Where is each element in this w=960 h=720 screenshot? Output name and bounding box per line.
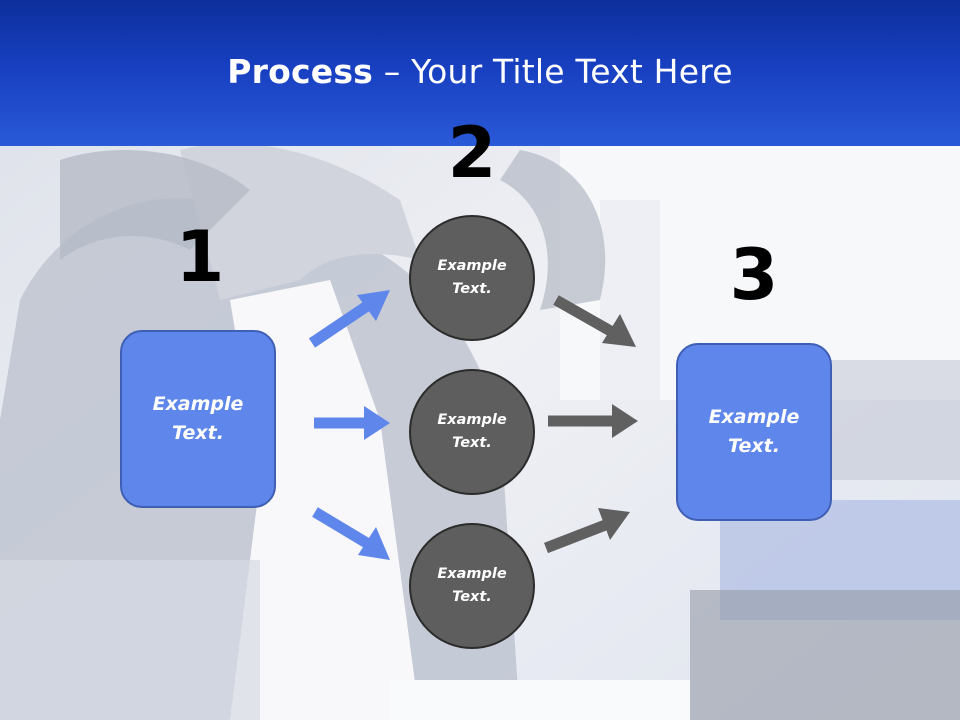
title-bold: Process <box>227 52 374 91</box>
step-3-box: Example Text. <box>676 343 832 521</box>
step-1-text: Example Text. <box>152 393 244 444</box>
page-title: Process – Your Title Text Here <box>0 52 960 91</box>
circle-top-text: Example Text. <box>437 258 507 297</box>
step-number-3: 3 <box>729 234 779 316</box>
step-number-1: 1 <box>175 216 225 298</box>
step-2-circle-middle: Example Text. <box>409 369 535 495</box>
step-2-circle-top: Example Text. <box>409 215 535 341</box>
title-banner <box>0 0 960 146</box>
step-1-box: Example Text. <box>120 330 276 508</box>
circle-bottom-text: Example Text. <box>437 566 507 605</box>
step-3-text: Example Text. <box>708 406 800 457</box>
title-rest: – Your Title Text Here <box>373 52 733 91</box>
step-number-2: 2 <box>447 112 497 194</box>
step-2-circle-bottom: Example Text. <box>409 523 535 649</box>
circle-middle-text: Example Text. <box>437 412 507 451</box>
